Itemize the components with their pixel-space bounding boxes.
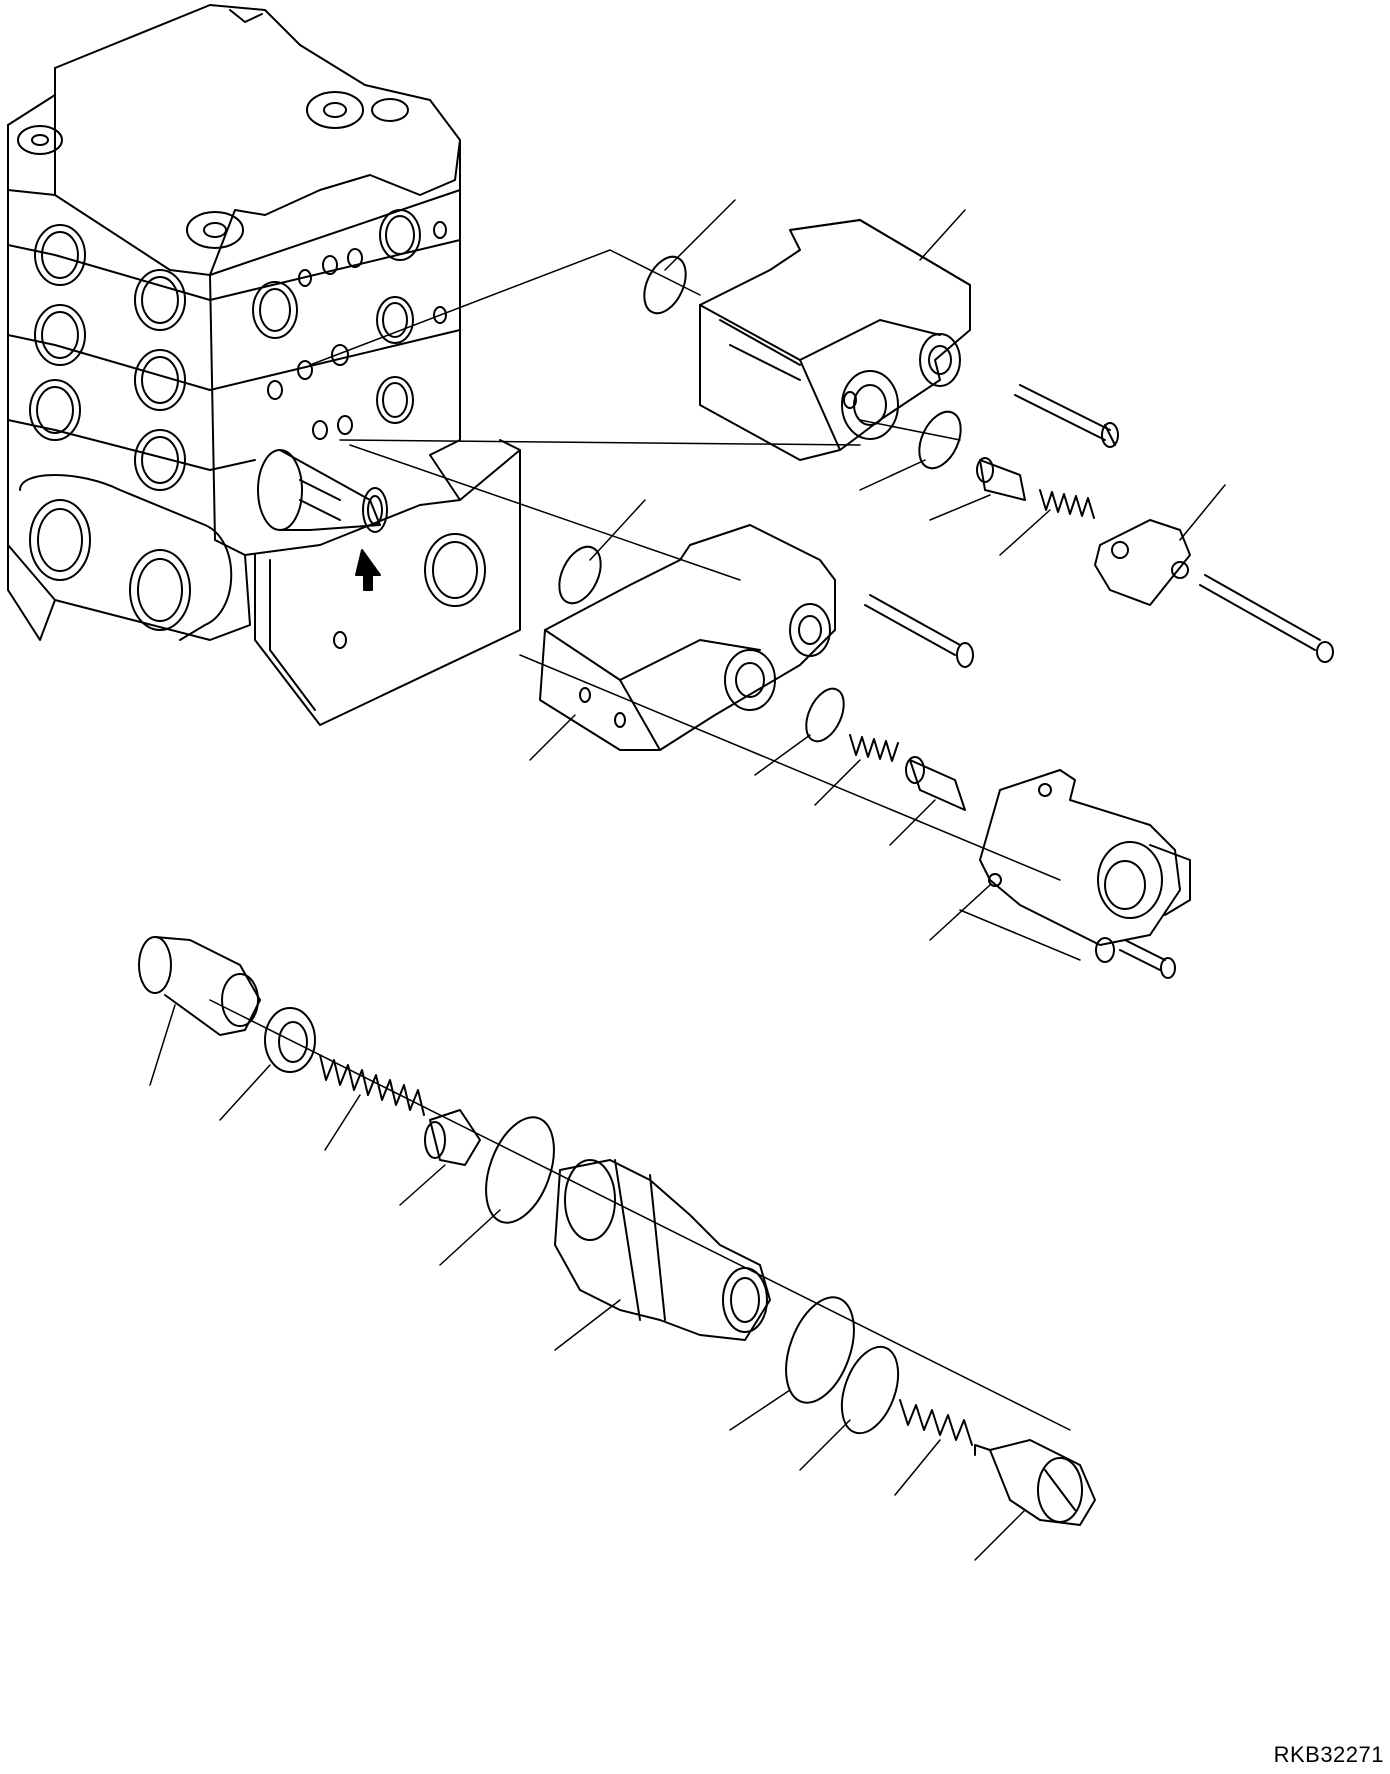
o-ring-3 — [551, 540, 609, 610]
solenoid-coil — [980, 770, 1180, 945]
o-ring-large — [473, 1108, 567, 1232]
bolt-cover — [1200, 575, 1320, 650]
plunger-upper — [980, 460, 1025, 500]
bolt-upper — [1015, 385, 1115, 445]
direction-arrow — [356, 550, 380, 590]
o-ring-5 — [773, 1288, 867, 1412]
relief-valve-cartridge-group — [139, 937, 1095, 1560]
screw-small — [1120, 940, 1165, 970]
control-valve-body — [8, 5, 520, 725]
bolt-middle — [865, 595, 960, 655]
plunger-middle — [910, 760, 965, 810]
valve-sleeve — [555, 1160, 770, 1340]
o-ring-2 — [911, 405, 969, 475]
o-ring-6 — [831, 1339, 909, 1441]
solenoid-block-upper — [700, 220, 970, 460]
spring-upper — [1040, 490, 1094, 518]
valve-top-plate — [55, 5, 460, 275]
o-ring-1 — [636, 250, 694, 320]
washer-small — [1096, 938, 1114, 962]
piston — [430, 1110, 480, 1165]
spring-lower — [900, 1400, 972, 1445]
middle-solenoid-block-group — [530, 500, 1190, 978]
o-ring-4 — [799, 683, 852, 747]
washer-large — [265, 1008, 315, 1072]
spring-relief — [320, 1055, 424, 1115]
spring-middle — [850, 735, 898, 761]
adjusting-screw — [990, 1440, 1095, 1525]
assembly-lines — [210, 250, 1080, 1430]
solenoid-block-middle — [540, 525, 835, 750]
upper-solenoid-block-group — [636, 200, 1333, 662]
poppet-seat — [155, 937, 260, 1035]
cover-plate — [1095, 520, 1190, 605]
drawing-reference-code: RKB32271 — [1273, 1742, 1384, 1767]
